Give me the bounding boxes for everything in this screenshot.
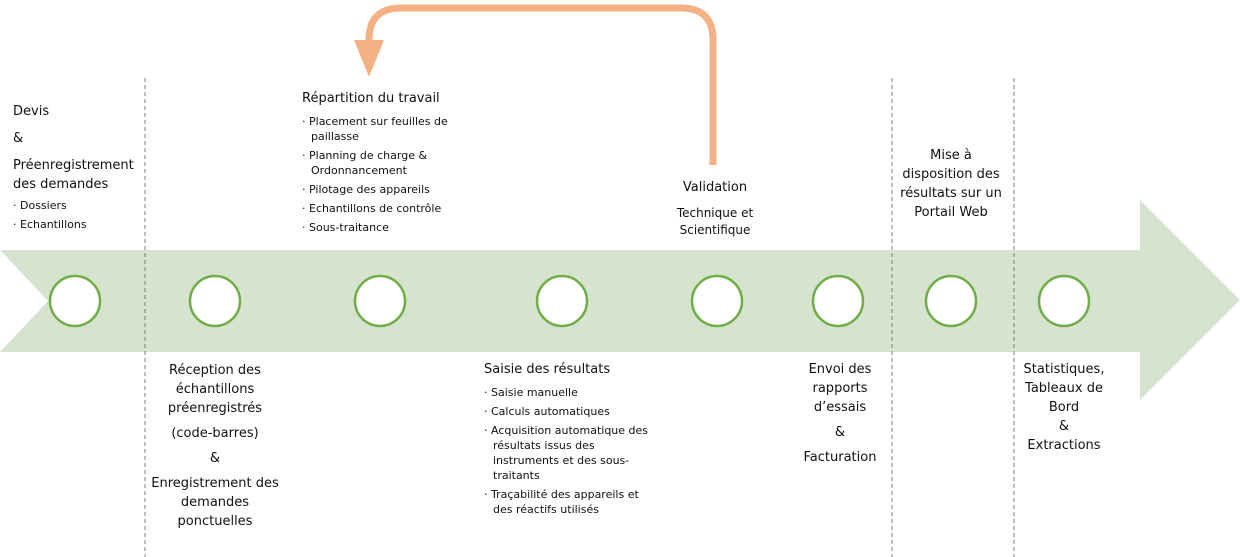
step-text: Enregistrement des demandes ponctuelles	[151, 476, 279, 529]
step-saisie: Saisie des résultats Saisie manuelle Cal…	[484, 360, 649, 521]
feedback-loop-arrow	[365, 4, 717, 165]
bullet-item: Echantillons	[13, 217, 145, 232]
step-node	[535, 274, 589, 328]
bullet-item: Calculs automatiques	[484, 404, 649, 419]
step-text: Extractions	[1027, 438, 1101, 453]
process-arrow	[0, 200, 1240, 400]
step-text: Facturation	[803, 450, 877, 465]
step-title: Répartition du travail	[302, 91, 440, 106]
step-title: Statistiques, Tableaux de Bord	[1023, 362, 1105, 415]
step-title: Validation	[682, 180, 748, 195]
step-title: Réception des échantillons préenregistré…	[167, 363, 263, 416]
step-devis: Devis & Préenregistrement des demandes D…	[13, 102, 145, 236]
step-title: Saisie des résultats	[484, 362, 611, 377]
step-title: Devis	[13, 104, 50, 119]
bullet-item: Saisie manuelle	[484, 385, 649, 400]
bullet-item: Placement sur feuilles de paillasse	[302, 114, 472, 144]
step-reception: Réception des échantillons préenregistré…	[150, 361, 280, 531]
step-text: &	[1058, 419, 1070, 434]
step-title: Mise à disposition des résultats sur un …	[900, 148, 1002, 220]
step-text: &	[209, 451, 221, 466]
bullet-item: Planning de charge & Ordonnancement	[302, 148, 472, 178]
step-node	[1037, 274, 1091, 328]
step-portail: Mise à disposition des résultats sur un …	[900, 146, 1002, 222]
step-text: &	[13, 131, 24, 146]
step-stats: Statistiques, Tableaux de Bord & Extract…	[1018, 360, 1110, 455]
step-text: &	[834, 425, 846, 440]
step-validation: Validation Technique et Scientifique	[655, 178, 775, 239]
bullet-item: Sous-traitance	[302, 220, 472, 235]
step-node	[48, 274, 102, 328]
step-node	[811, 274, 865, 328]
step-text: (code-barres)	[171, 426, 259, 441]
step-repartition: Répartition du travail Placement sur feu…	[302, 89, 472, 239]
step-text: Technique et Scientifique	[676, 206, 754, 237]
step-envoi: Envoi des rapports d’essais & Facturatio…	[795, 360, 885, 467]
step-title: Envoi des rapports d’essais	[808, 362, 872, 415]
step-node	[353, 274, 407, 328]
bullet-item: Acquisition automatique des résultats is…	[484, 423, 649, 483]
feedback-arrowhead-icon	[354, 40, 384, 77]
bullet-item: Dossiers	[13, 198, 145, 213]
step-node	[188, 274, 242, 328]
step-node	[690, 274, 744, 328]
bullet-item: Echantillons de contrôle	[302, 201, 472, 216]
bullet-item: Pilotage des appareils	[302, 182, 472, 197]
step-text: Préenregistrement des demandes	[13, 158, 134, 192]
step-node	[924, 274, 978, 328]
bullet-item: Traçabilité des appareils et des réactif…	[484, 487, 649, 517]
